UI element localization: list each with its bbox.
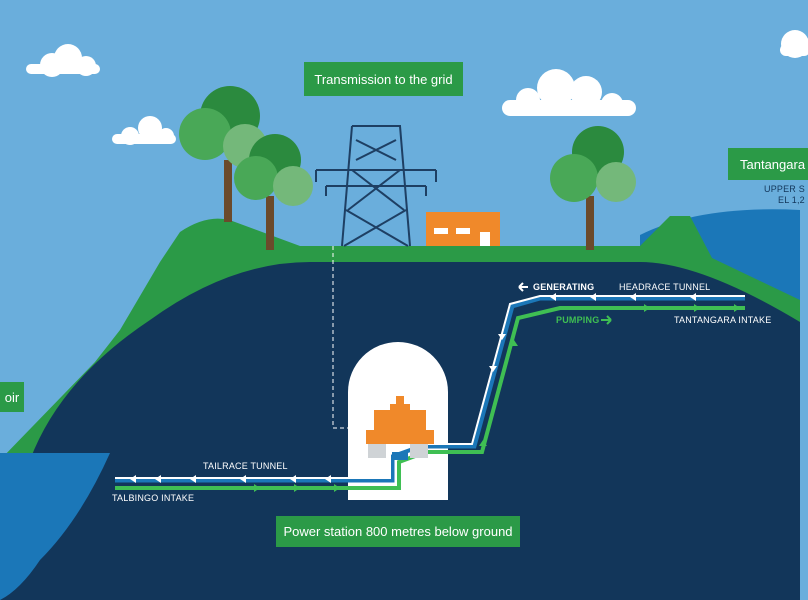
elevation-label: EL 1,2: [778, 195, 805, 205]
grid-connection-line: [332, 246, 352, 429]
generating-flow-path: [115, 295, 745, 479]
tunnel-path: [115, 295, 745, 483]
headrace-tunnel-label: HEADRACE TUNNEL: [619, 282, 711, 292]
tantangara-intake-label: TANTANGARA INTAKE: [674, 315, 772, 325]
building-icon: [426, 212, 500, 246]
reservoir-label: oir: [0, 382, 24, 412]
cloud-icon: [780, 30, 808, 58]
cloud-icon: [502, 69, 636, 116]
pumping-label: PUMPING: [556, 315, 600, 325]
pumping-flow-path: [115, 306, 745, 490]
generating-arrow-icon: [518, 282, 528, 292]
generating-label: GENERATING: [533, 282, 595, 292]
tree-icon: [234, 134, 313, 250]
turbine-icon: [366, 396, 434, 460]
tree-icon: [550, 126, 636, 250]
power-station-label: Power station 800 metres below ground: [276, 516, 520, 547]
pumping-arrow-icon: [601, 315, 612, 325]
talbingo-reservoir-water: [0, 453, 110, 600]
upper-storage-label: UPPER S: [764, 184, 805, 194]
arrow-icon: [130, 293, 696, 483]
transmission-tower-icon: [315, 125, 437, 247]
arrow-icon: [254, 304, 740, 492]
tailrace-tunnel-label: TAILRACE TUNNEL: [203, 461, 288, 471]
cloud-icon: [26, 44, 100, 77]
tantangara-label: Tantangara: [728, 148, 808, 180]
cloud-icon: [112, 116, 176, 145]
talbingo-intake-label: TALBINGO INTAKE: [112, 493, 195, 503]
transmission-label: Transmission to the grid: [304, 62, 463, 96]
